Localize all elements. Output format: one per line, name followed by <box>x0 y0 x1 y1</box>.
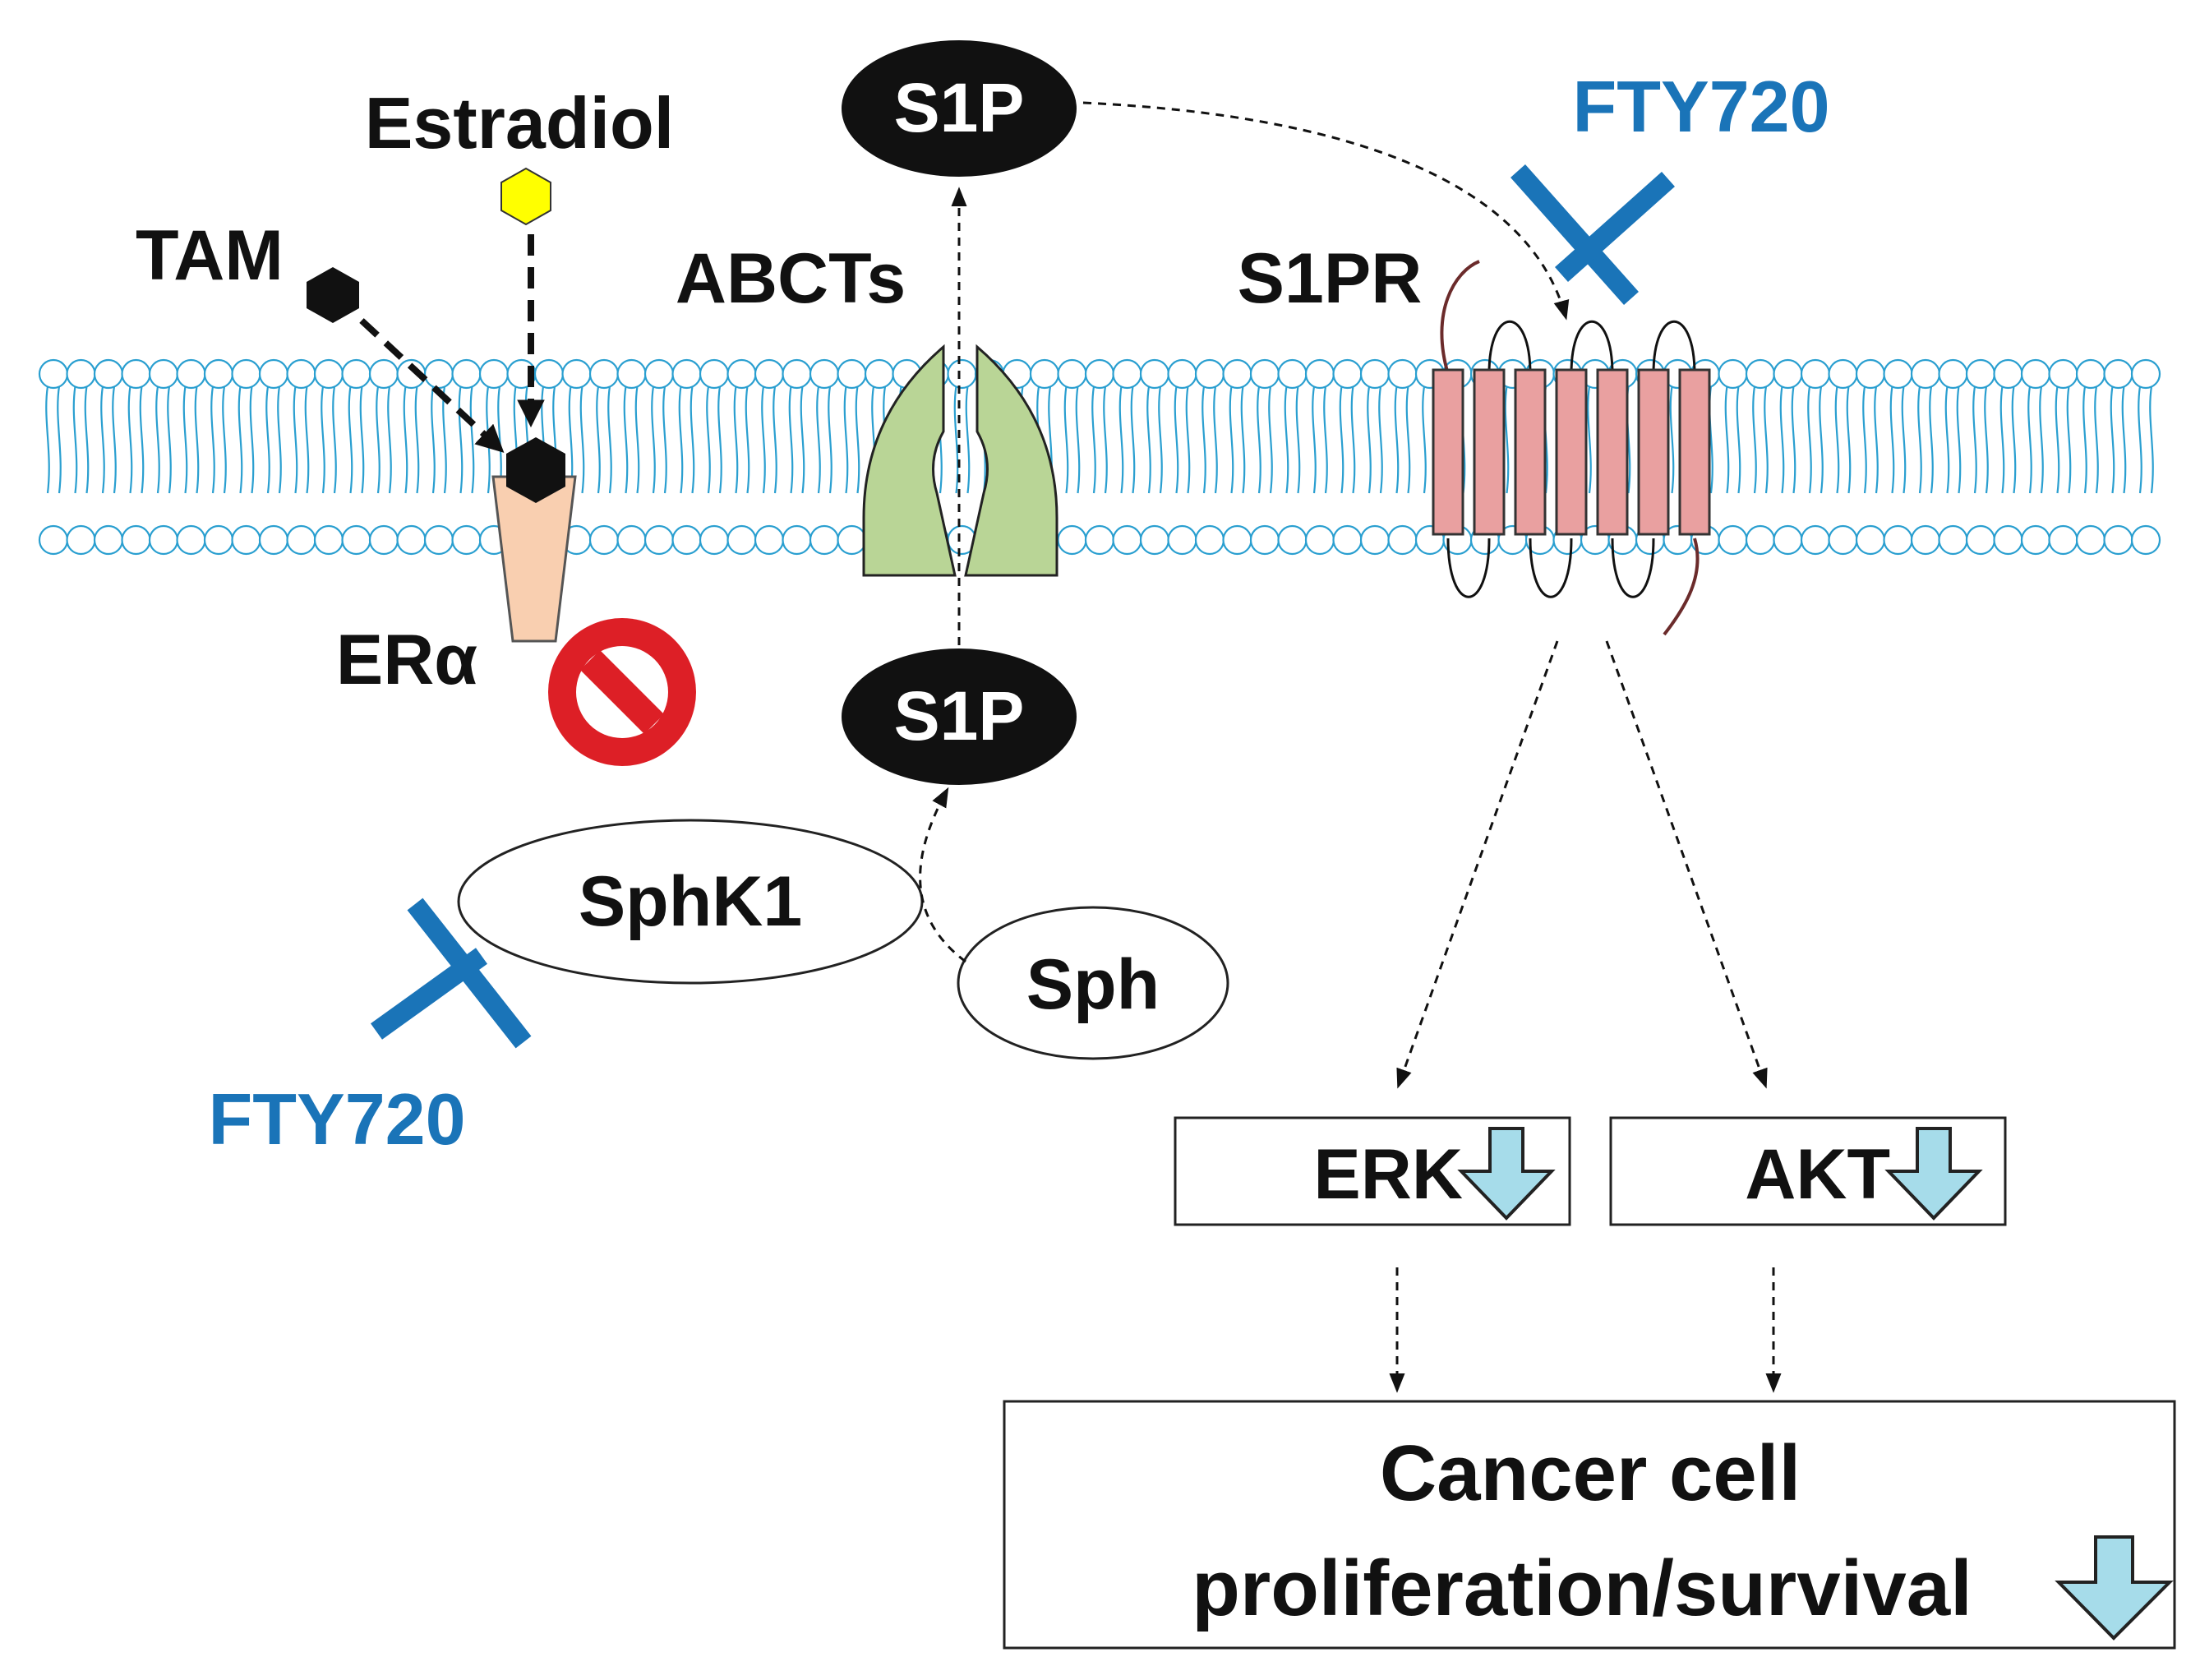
inhibitor-t-bar-icon <box>1510 164 1675 305</box>
s1p-extracellular: S1P <box>842 40 1077 177</box>
outcome-line1: Cancer cell <box>1380 1429 1801 1517</box>
transmembrane-helix <box>1555 368 1588 536</box>
transmembrane-helix <box>1473 368 1506 536</box>
estradiol-label: Estradiol <box>365 82 675 164</box>
transmembrane-helix <box>1637 368 1670 536</box>
abc-transporter <box>862 344 1058 577</box>
er-alpha-label: ERα <box>336 621 477 699</box>
transmembrane-helix <box>1678 368 1711 536</box>
akt-box: AKT <box>1609 1116 2007 1226</box>
inhibitor-t-bar-icon <box>370 898 532 1049</box>
s1p-bottom-label: S1P <box>894 677 1025 755</box>
sph-label: Sph <box>1026 945 1160 1024</box>
s1p-top-label: S1P <box>894 69 1025 146</box>
akt-label: AKT <box>1745 1135 1890 1214</box>
sph-to-s1p-arrow <box>919 787 966 963</box>
estradiol-molecule-icon <box>500 167 551 226</box>
outcome-box: Cancer cell proliferation/survival <box>1003 1400 2176 1650</box>
sphk1-enzyme: SphK1 <box>457 819 924 985</box>
tam-molecule-icon <box>307 267 359 323</box>
outcome-line2: proliferation/survival <box>1192 1544 1972 1632</box>
s1p-receptor <box>1432 260 1711 636</box>
s1pr-to-akt-arrow <box>1605 640 1768 1089</box>
s1p-intracellular: S1P <box>842 648 1077 785</box>
s1pr-to-erk-arrow <box>1396 640 1559 1089</box>
sph-substrate: Sph <box>957 906 1229 1060</box>
sphk1-label: SphK1 <box>579 862 802 941</box>
fty720-bottom-label: FTY720 <box>208 1078 465 1160</box>
fty720-top-label: FTY720 <box>1572 66 1829 147</box>
s1p-to-receptor-arrow <box>1082 101 1570 321</box>
no-symbol-icon <box>548 618 696 766</box>
down-arrow-icon <box>1884 1127 1983 1221</box>
s1pr-label: S1PR <box>1238 239 1423 318</box>
cell-membrane <box>38 358 2161 556</box>
abcts-label: ABCTs <box>676 239 906 318</box>
transmembrane-helix <box>1432 368 1464 536</box>
down-arrow-icon <box>2055 1535 2174 1641</box>
transmembrane-helix <box>1596 368 1629 536</box>
bound-ligand-icon <box>506 437 565 503</box>
tam-label: TAM <box>136 216 284 295</box>
erk-box: ERK <box>1174 1116 1571 1226</box>
down-arrow-icon <box>1457 1127 1556 1221</box>
erk-label: ERK <box>1313 1135 1463 1214</box>
transmembrane-helix <box>1514 368 1547 536</box>
